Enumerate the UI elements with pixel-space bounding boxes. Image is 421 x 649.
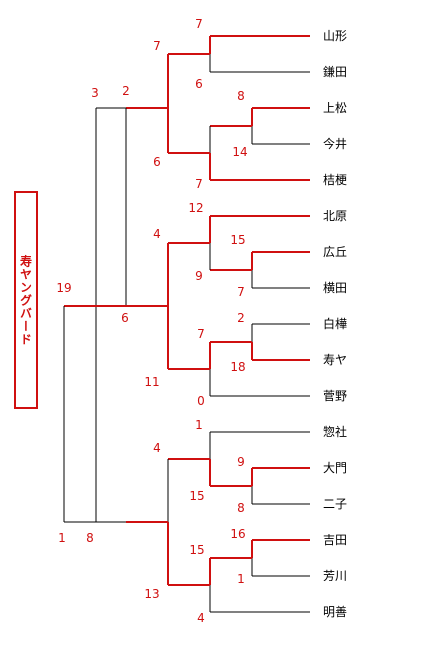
team-name: 惣社: [323, 424, 347, 439]
team-name: 二子: [323, 497, 347, 511]
score-label: 2: [122, 84, 130, 98]
score-label: 6: [195, 77, 203, 91]
score-label: 3: [91, 86, 99, 100]
score-label: 2: [237, 311, 245, 325]
score-label: 7: [197, 327, 205, 341]
score-label: 7: [195, 177, 203, 191]
team-name: 横田: [323, 281, 347, 295]
score-label: 15: [230, 233, 245, 247]
team-name: 白樺: [323, 316, 347, 331]
score-label: 14: [232, 145, 247, 159]
team-name: 菅野: [323, 389, 347, 403]
score-label: 7: [153, 39, 161, 53]
team-name: 明善: [323, 604, 347, 619]
score-label: 9: [195, 269, 203, 283]
team-name: 広丘: [323, 245, 347, 259]
team-name: 吉田: [323, 533, 347, 547]
team-name: 芳川: [323, 569, 347, 583]
score-label: 13: [144, 587, 159, 601]
team-name: 山形: [323, 29, 347, 43]
score-label: 8: [237, 89, 245, 103]
score-label: 1: [58, 531, 66, 545]
score-label: 4: [197, 611, 205, 625]
score-label: 8: [86, 531, 94, 545]
score-label: 6: [121, 311, 129, 325]
score-label: 9: [237, 455, 245, 469]
score-label: 1: [195, 418, 203, 432]
score-label: 7: [237, 285, 245, 299]
score-label: 12: [188, 201, 203, 215]
team-name: 上松: [323, 101, 347, 115]
champion-box: 寿ヤングバード: [14, 191, 38, 409]
team-name: 桔梗: [323, 172, 347, 187]
team-name: 鎌田: [323, 64, 347, 79]
bracket-lines: [63, 35, 310, 613]
score-label: 4: [153, 227, 161, 241]
score-label: 19: [56, 281, 71, 295]
score-label: 18: [230, 360, 245, 374]
team-name: 大門: [323, 461, 347, 475]
champion-name: 寿ヤングバード: [18, 254, 33, 346]
score-label: 16: [230, 527, 245, 541]
score-labels: 7681477612157942180711623198154161154138…: [56, 17, 247, 625]
score-label: 15: [189, 543, 204, 557]
score-label: 6: [153, 155, 161, 169]
score-label: 1: [237, 572, 245, 586]
score-label: 0: [197, 394, 205, 408]
team-name: 北原: [323, 209, 347, 223]
team-name: 寿ヤ: [323, 353, 347, 367]
score-label: 15: [189, 489, 204, 503]
team-name: 今井: [323, 136, 347, 151]
score-label: 4: [153, 441, 161, 455]
score-label: 11: [144, 375, 159, 389]
score-label: 8: [237, 501, 245, 515]
score-label: 7: [195, 17, 203, 31]
